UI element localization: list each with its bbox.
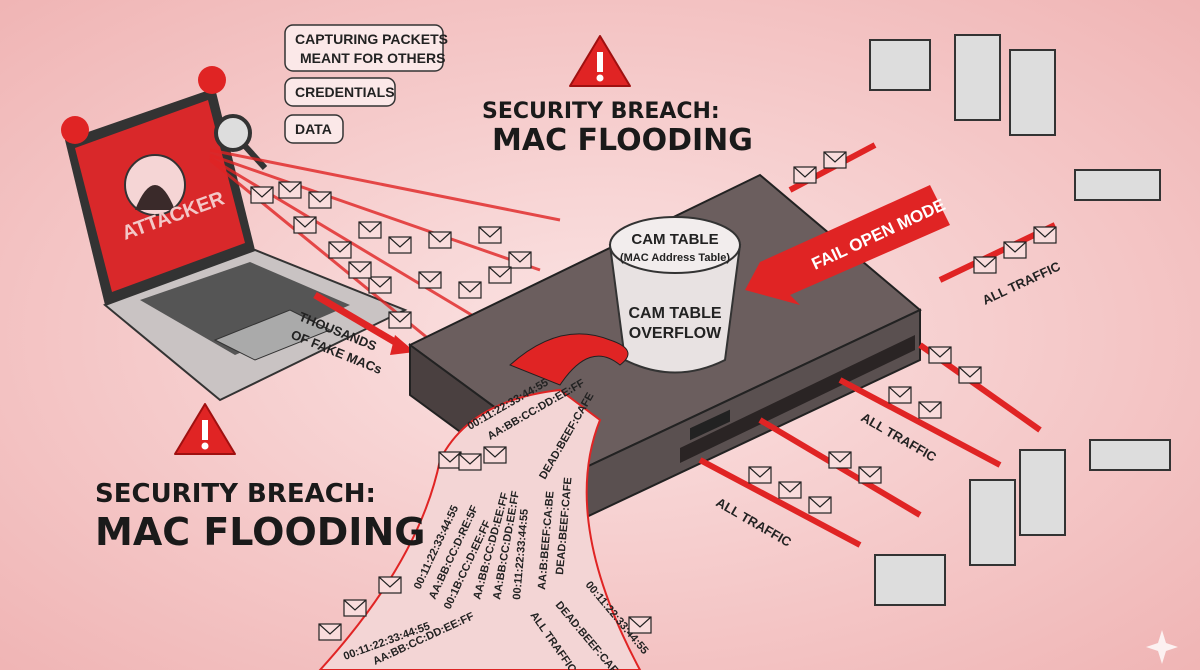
svg-text:CAPTURING PACKETS: CAPTURING PACKETS — [295, 31, 448, 47]
server-icon — [1009, 49, 1056, 136]
mac-address-stream — [318, 388, 642, 670]
title-line2: MAC FLOODING — [492, 123, 753, 158]
sparkle-icon — [1146, 630, 1178, 664]
svg-text:OVERFLOW: OVERFLOW — [629, 325, 722, 342]
svg-text:CAM TABLE: CAM TABLE — [631, 231, 718, 248]
server-icon — [969, 479, 1016, 566]
server-icon — [954, 34, 1001, 121]
svg-text:MEANT FOR OTHERS: MEANT FOR OTHERS — [300, 50, 445, 66]
switch-ports — [680, 335, 915, 463]
title-bottom-line1: SECURITY BREACH: — [95, 479, 376, 509]
alarm-light-icon — [198, 66, 226, 94]
cam-table-bucket: CAM TABLE (MAC Address Table) CAM TABLE … — [608, 216, 742, 374]
svg-text:(MAC Address Table): (MAC Address Table) — [620, 252, 730, 264]
packet-flood — [209, 148, 561, 342]
alarm-light-icon — [61, 116, 89, 144]
magnifier-icon — [214, 114, 252, 152]
attacker-laptop: ATTACKER — [61, 66, 408, 402]
callout-credentials: CREDENTIALS — [284, 77, 396, 107]
monitor-icon — [869, 39, 931, 91]
callout-data: DATA — [284, 114, 344, 144]
title-bottom-line2: MAC FLOODING — [95, 510, 425, 554]
laptop-icon — [874, 554, 946, 606]
title-line1: SECURITY BREACH: — [482, 99, 720, 124]
overflow-arrow — [509, 333, 629, 386]
flood-arrow — [313, 291, 402, 349]
server-icon — [1019, 449, 1066, 536]
svg-text:DATA: DATA — [295, 121, 332, 137]
router-icon — [1089, 439, 1171, 471]
router-icon — [1074, 169, 1161, 201]
callout-capturing: CAPTURING PACKETS MEANT FOR OTHERS — [284, 24, 448, 72]
svg-text:CAM TABLE: CAM TABLE — [628, 305, 721, 322]
devices — [869, 34, 1171, 606]
svg-text:CREDENTIALS: CREDENTIALS — [295, 84, 395, 100]
